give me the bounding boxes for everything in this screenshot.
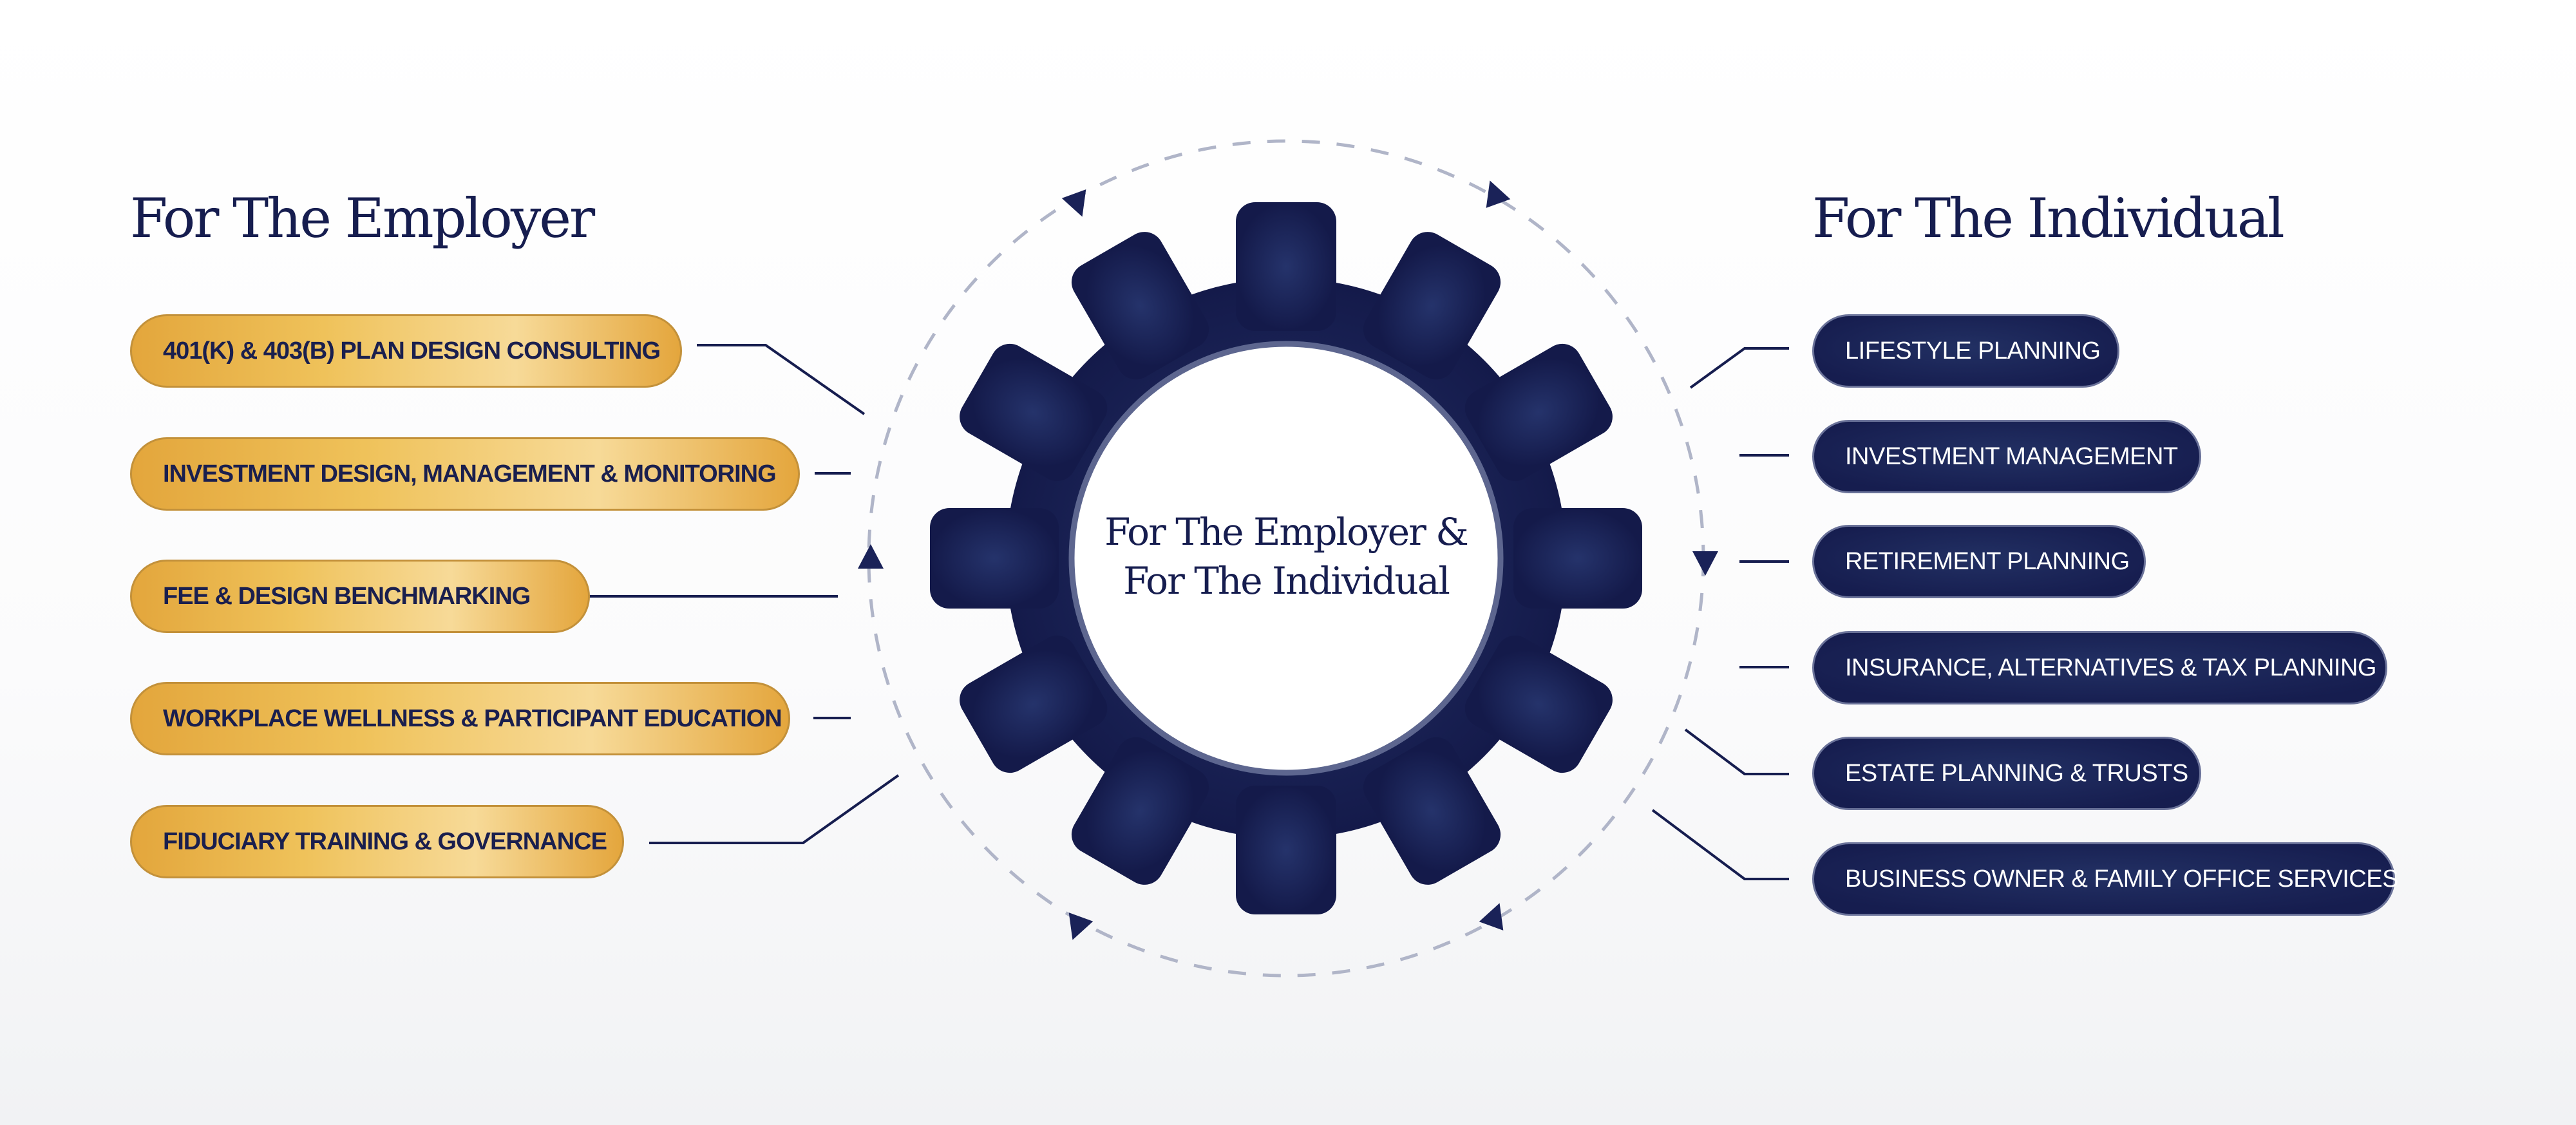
cycle-arrows [858,180,1718,940]
employer-item-fiduciary-training: FIDUCIARY TRAINING & GOVERNANCE [130,805,624,878]
individual-item-insurance: INSURANCE, ALTERNATIVES & TAX PLANNING [1812,631,2387,704]
gear-tooth [1464,635,1613,773]
pill-label: FIDUCIARY TRAINING & GOVERNANCE [163,827,607,855]
connector-line [1689,347,1789,389]
individual-item-investment: INVESTMENT MANAGEMENT [1812,420,2201,493]
connector-line [1684,728,1789,775]
arrowhead-icon [1479,903,1504,931]
gear-tooth [1236,786,1336,914]
pill-label: 401(K) & 403(B) PLAN DESIGN CONSULTING [163,337,661,364]
center-label: For The Employer & For The Individual [1093,507,1479,605]
gear-tooth [1071,737,1209,885]
individual-title: For The Individual [1812,187,2285,250]
gear-tooth [1464,343,1613,482]
gear-inner-ring [1068,341,1504,776]
pill-label: RETIREMENT PLANNING [1845,547,2130,575]
pill-label: BUSINESS OWNER & FAMILY OFFICE SERVICES [1845,865,2398,893]
individual-item-estate: ESTATE PLANNING & TRUSTS [1812,737,2201,810]
pill-label: INVESTMENT MANAGEMENT [1845,442,2178,470]
arrowhead-icon [1068,912,1094,940]
gear-tooth [1513,508,1642,609]
arrowhead-icon [1692,551,1718,576]
connector-line [1651,809,1789,880]
employer-item-fee-benchmarking: FEE & DESIGN BENCHMARKING [130,560,590,633]
pill-label: FEE & DESIGN BENCHMARKING [163,582,531,610]
pill-label: INVESTMENT DESIGN, MANAGEMENT & MONITORI… [163,460,777,487]
arrowhead-icon [1061,189,1086,217]
connector-lines [565,344,1789,880]
gear-tooth [1236,202,1336,331]
connector-line [697,344,866,415]
center-label-line2: For The Individual [1123,559,1450,603]
arrowhead-icon [858,544,884,569]
individual-item-retirement: RETIREMENT PLANNING [1812,525,2146,598]
pill-label: ESTATE PLANNING & TRUSTS [1845,759,2188,787]
gear-tooth [930,508,1059,609]
employer-title: For The Employer [130,187,595,250]
pill-label: LIFESTYLE PLANNING [1845,337,2101,364]
employer-item-workplace-wellness: WORKPLACE WELLNESS & PARTICIPANT EDUCATI… [130,682,790,755]
pill-label: INSURANCE, ALTERNATIVES & TAX PLANNING [1845,654,2376,681]
individual-item-business-owner: BUSINESS OWNER & FAMILY OFFICE SERVICES [1812,842,2398,916]
gear-tooth [1071,232,1209,380]
pill-label: WORKPLACE WELLNESS & PARTICIPANT EDUCATI… [163,704,782,732]
center-label-line1: For The Employer & [1104,510,1469,554]
individual-item-lifestyle: LIFESTYLE PLANNING [1812,314,2119,388]
arrowhead-icon [1486,180,1511,208]
connector-line [649,774,900,844]
gear-tooth [960,343,1108,482]
employer-item-plan-design: 401(K) & 403(B) PLAN DESIGN CONSULTING [130,314,682,388]
gear-tooth [960,635,1108,773]
employer-item-investment-design: INVESTMENT DESIGN, MANAGEMENT & MONITORI… [130,437,800,511]
gear-tooth [1363,232,1501,380]
gear-tooth [1363,737,1501,885]
